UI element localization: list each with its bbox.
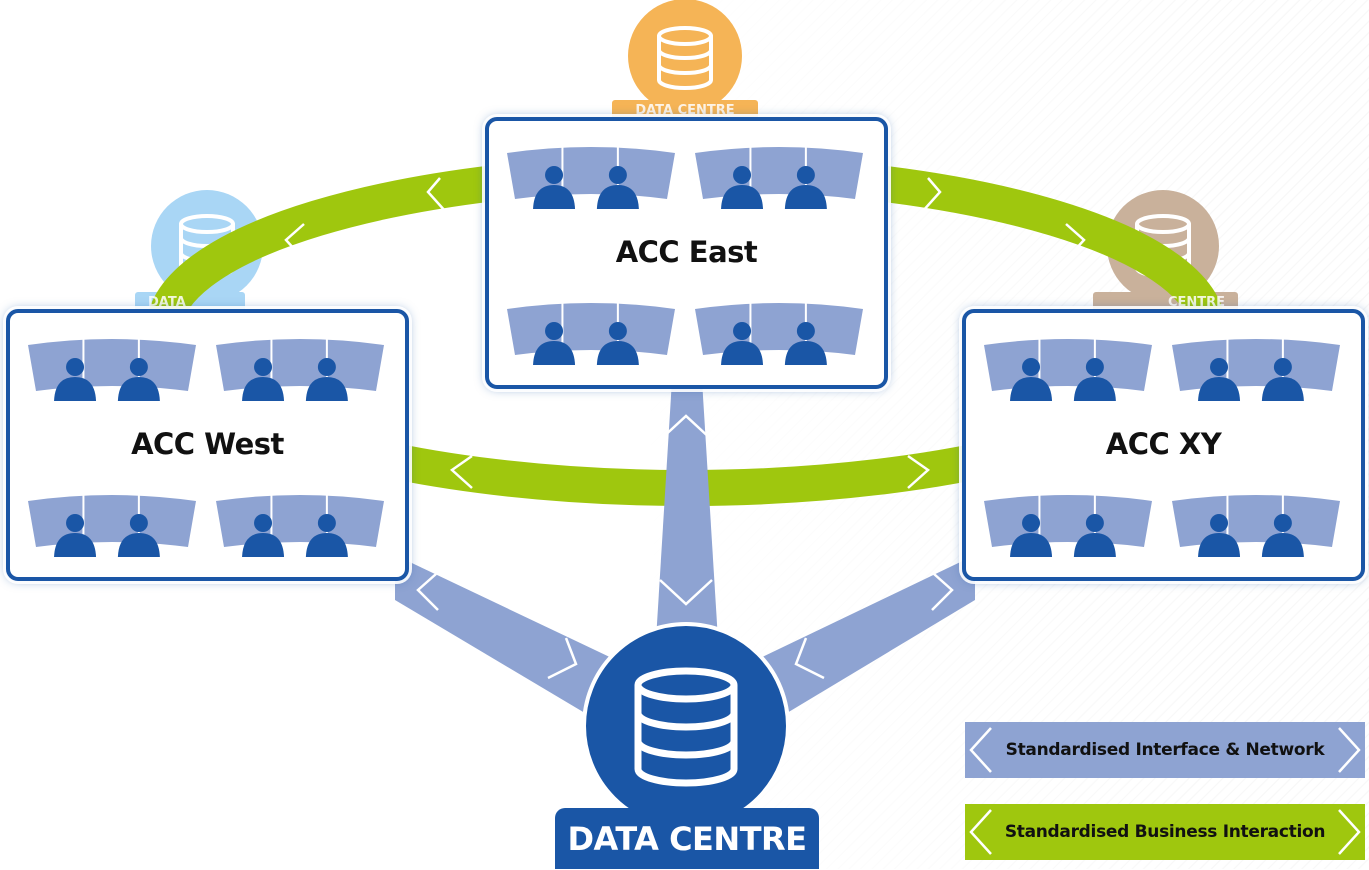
chevron-left-icon — [969, 809, 992, 855]
operator-icon — [305, 514, 348, 557]
console-screens — [216, 339, 384, 391]
acc-east-box: ACC East — [485, 117, 888, 389]
satellite-east — [612, 0, 758, 122]
ring-chevron — [921, 177, 942, 213]
legend-swatch-interface — [965, 722, 1365, 778]
data-centre-label: DATA CENTRE — [555, 808, 819, 869]
operator-icon — [721, 166, 764, 209]
connector-chevron — [931, 573, 954, 611]
operator-icon — [1073, 358, 1116, 401]
workstation-bank — [216, 495, 384, 557]
workstation-bank — [28, 339, 196, 401]
legend-label-interface: Standardised Interface & Network — [1005, 740, 1325, 760]
acc-xy-box: ACC XY — [962, 309, 1365, 581]
workstation-bank — [1172, 339, 1340, 401]
connector-chevron — [547, 637, 578, 680]
operator-icon — [596, 322, 639, 365]
chevron-right-icon — [1338, 809, 1361, 855]
console-screens — [216, 495, 384, 547]
operator-icon — [54, 358, 97, 401]
ring-chevron — [449, 454, 473, 489]
ring-chevron — [284, 223, 307, 263]
console-screens — [28, 495, 196, 547]
connector-chevron — [659, 579, 713, 606]
console-screens — [507, 303, 675, 355]
database-icon — [657, 26, 713, 90]
database-icon — [634, 667, 738, 787]
controller-workstations — [984, 339, 1340, 557]
workstation-bank — [1172, 495, 1340, 557]
connector-chevron — [794, 637, 825, 680]
acc-west-box: ACC West — [6, 309, 409, 581]
legend-item-interface: Standardised Interface & Network — [965, 722, 1365, 778]
acc-xy-title: ACC XY — [1105, 427, 1222, 461]
connector-east — [656, 380, 718, 640]
ring-chevron — [907, 454, 931, 489]
workstation-bank — [28, 495, 196, 557]
central-data-centre — [582, 622, 790, 830]
workstation-bank — [695, 303, 863, 365]
workstation-bank — [507, 147, 675, 209]
controller-workstations — [507, 147, 863, 365]
connector-chevron — [659, 414, 713, 441]
satellite-west-label: DATA — [148, 295, 186, 310]
operator-icon — [1261, 358, 1304, 401]
operator-icon — [533, 322, 576, 365]
console-screens — [695, 303, 863, 355]
legend-swatch-business — [965, 804, 1365, 860]
operator-icon — [1010, 514, 1053, 557]
controller-workstations — [28, 339, 384, 557]
operator-icon — [242, 358, 285, 401]
chevron-left-icon — [969, 727, 992, 773]
console-screens — [984, 339, 1152, 391]
acc-west-title: ACC West — [131, 427, 284, 461]
operator-icon — [784, 166, 827, 209]
workstation-bank — [216, 339, 384, 401]
operator-icon — [54, 514, 97, 557]
satellite-east-label-bg — [612, 100, 758, 122]
console-screens — [984, 495, 1152, 547]
connector-west — [395, 555, 616, 722]
chevron-right-icon — [1338, 727, 1361, 773]
console-screens — [28, 339, 196, 391]
operator-icon — [1073, 514, 1116, 557]
operator-icon — [1198, 358, 1241, 401]
satellite-east-label: DATA CENTRE — [635, 103, 735, 118]
console-screens — [507, 147, 675, 199]
operator-icon — [117, 358, 160, 401]
operator-icon — [1198, 514, 1241, 557]
acc-east-title: ACC East — [615, 235, 758, 269]
workstation-bank — [695, 147, 863, 209]
operator-icon — [721, 322, 764, 365]
workstation-bank — [984, 339, 1152, 401]
legend-item-business: Standardised Business Interaction — [965, 804, 1365, 860]
operator-icon — [242, 514, 285, 557]
legend-label-business: Standardised Business Interaction — [1004, 822, 1326, 842]
operator-icon — [117, 514, 160, 557]
connector-chevron — [416, 573, 439, 611]
console-screens — [1172, 339, 1340, 391]
operator-icon — [1010, 358, 1053, 401]
operator-icon — [784, 322, 827, 365]
connector-xy — [756, 555, 975, 722]
workstation-bank — [984, 495, 1152, 557]
interface-connectors — [395, 380, 975, 722]
satellite-xy-label: CENTRE — [1168, 295, 1226, 310]
operator-icon — [1261, 514, 1304, 557]
operator-icon — [305, 358, 348, 401]
console-screens — [695, 147, 863, 199]
workstation-bank — [507, 303, 675, 365]
operator-icon — [533, 166, 576, 209]
ring-chevron — [1063, 223, 1086, 263]
ring-chevron — [426, 177, 447, 213]
operator-icon — [596, 166, 639, 209]
console-screens — [1172, 495, 1340, 547]
